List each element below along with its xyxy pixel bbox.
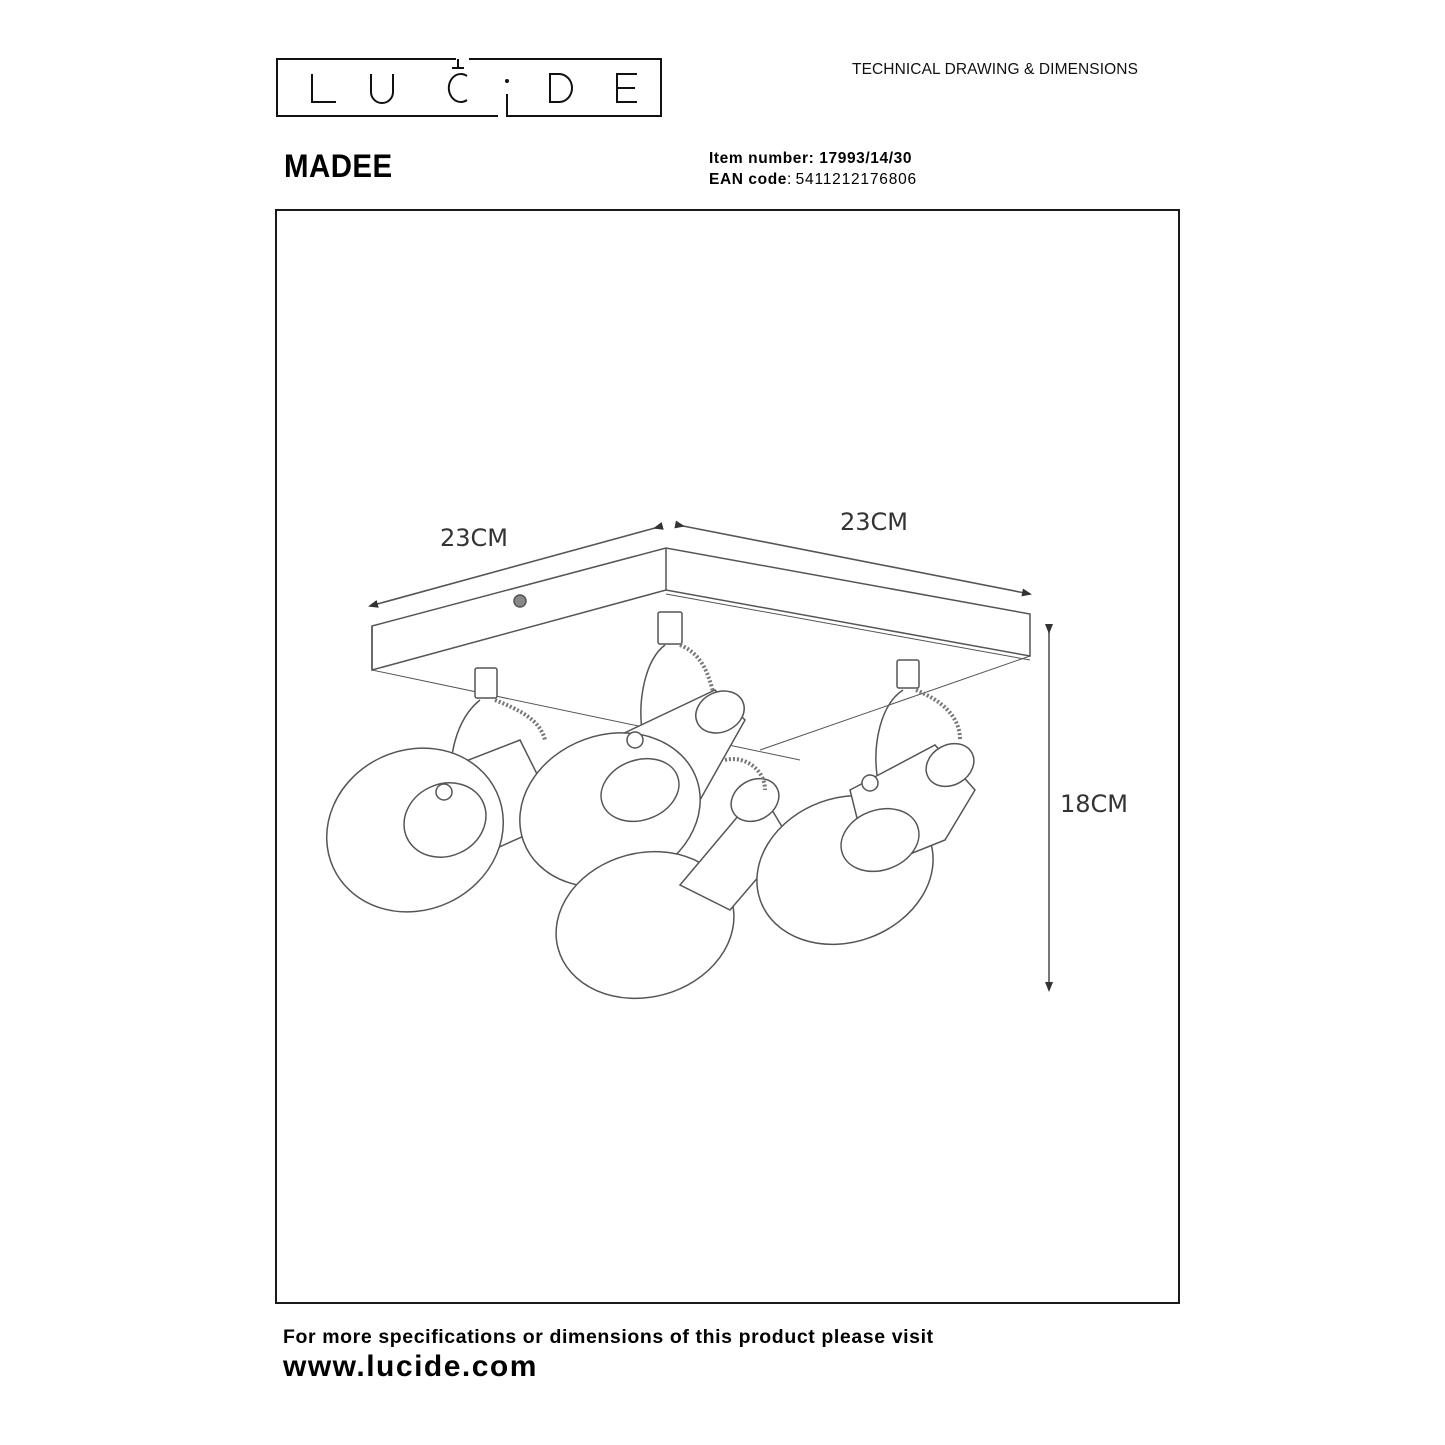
ean-label: EAN code bbox=[709, 171, 788, 188]
spotlight-top bbox=[519, 611, 746, 888]
lucide-logo bbox=[276, 58, 662, 117]
item-number-value: 17993/14/30 bbox=[819, 150, 913, 167]
item-info: Item number: 17993/14/30 EAN code: 54112… bbox=[709, 148, 917, 190]
dimension-width-right: 23CM bbox=[840, 508, 908, 536]
document-type-heading: TECHNICAL DRAWING & DIMENSIONS bbox=[852, 61, 1139, 78]
spotlight-right bbox=[756, 659, 976, 946]
ceiling-plate bbox=[371, 547, 1031, 761]
spotlight-front bbox=[555, 757, 791, 1000]
dimension-lines bbox=[368, 520, 1053, 992]
spotlight-left bbox=[325, 667, 562, 913]
item-number-label: Item number bbox=[709, 150, 809, 167]
footer-info-text: For more specifications or dimensions of… bbox=[283, 1326, 934, 1348]
ean-value: 5411212176806 bbox=[795, 171, 917, 188]
footer-website-link[interactable]: www.lucide.com bbox=[283, 1350, 538, 1383]
drawing-frame bbox=[275, 209, 1180, 1304]
dimension-height: 18CM bbox=[1060, 790, 1128, 818]
item-number-row: Item number: 17993/14/30 bbox=[709, 150, 913, 167]
dimension-width-left: 23CM bbox=[440, 524, 508, 552]
product-name: MADEE bbox=[284, 148, 393, 184]
ean-row: EAN code: 5411212176806 bbox=[709, 171, 917, 188]
